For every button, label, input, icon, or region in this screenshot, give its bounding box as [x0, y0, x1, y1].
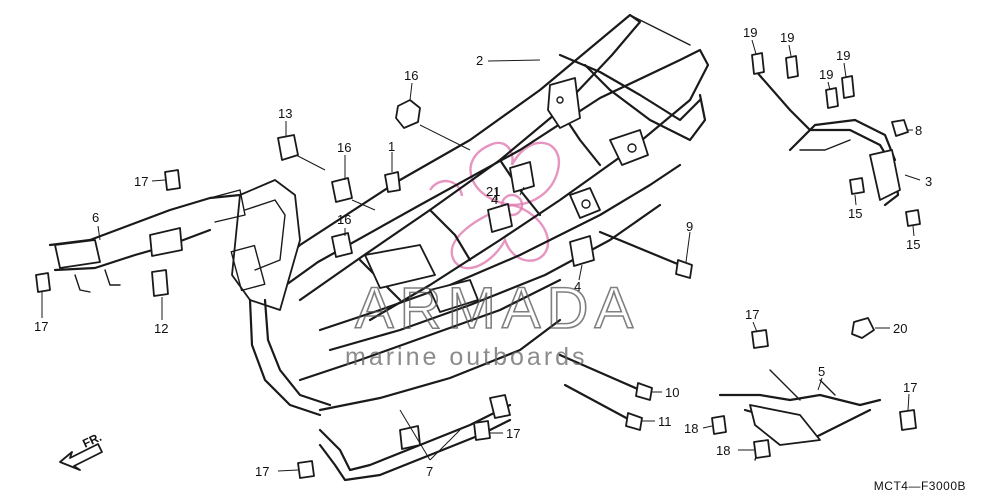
callout-labels: 1 2 3 4 4 5 6 7 8 9 10 11 12 13 15 15 16…	[34, 25, 932, 479]
callout-16-lower: 16	[337, 212, 351, 227]
callout-4-upper: 4	[491, 192, 498, 207]
callout-7: 7	[426, 464, 433, 479]
lower-stand-7	[318, 394, 512, 482]
callout-1: 1	[388, 139, 395, 154]
callout-17-bottom-left: 17	[255, 464, 269, 479]
callout-17-left: 17	[34, 319, 48, 334]
callout-6: 6	[92, 210, 99, 225]
rear-support-5	[718, 369, 882, 461]
callout-17-right-upper: 17	[745, 307, 759, 322]
callout-16-top: 16	[404, 68, 418, 83]
callout-10: 10	[665, 385, 679, 400]
callout-19-fourth: 19	[836, 48, 850, 63]
watermark-tagline: marine outboards	[345, 343, 588, 371]
side-bracket-3	[753, 68, 901, 207]
front-direction-arrow-icon	[59, 443, 103, 471]
callout-12: 12	[154, 321, 168, 336]
callout-17-top-left: 17	[134, 174, 148, 189]
leader-lines	[41, 39, 921, 472]
callout-5: 5	[818, 364, 825, 379]
callout-4-lower: 4	[574, 279, 581, 294]
callout-3: 3	[925, 174, 932, 189]
callout-11: 11	[658, 414, 672, 429]
callout-16-middle: 16	[337, 140, 351, 155]
callout-15-right: 15	[906, 237, 920, 252]
front-sub-frame-6	[48, 189, 246, 293]
diagram-reference-code: MCT4—F3000B	[873, 479, 966, 493]
callout-18-lower: 18	[716, 443, 730, 458]
callout-2: 2	[476, 53, 483, 68]
callout-15-left: 15	[848, 206, 862, 221]
watermark-brand: ARMADA	[355, 276, 639, 341]
callout-20: 20	[893, 321, 907, 336]
callout-19-second: 19	[780, 30, 794, 45]
callout-18-upper: 18	[684, 421, 698, 436]
callout-19-third: 19	[819, 67, 833, 82]
fasteners	[35, 52, 921, 479]
callout-8: 8	[915, 123, 922, 138]
callout-13: 13	[278, 106, 292, 121]
callout-17-bottom-center: 17	[506, 426, 520, 441]
callout-21: 21	[486, 184, 500, 199]
callout-9: 9	[686, 219, 693, 234]
callout-17-right-lower: 17	[903, 380, 917, 395]
callout-19-first: 19	[743, 25, 757, 40]
